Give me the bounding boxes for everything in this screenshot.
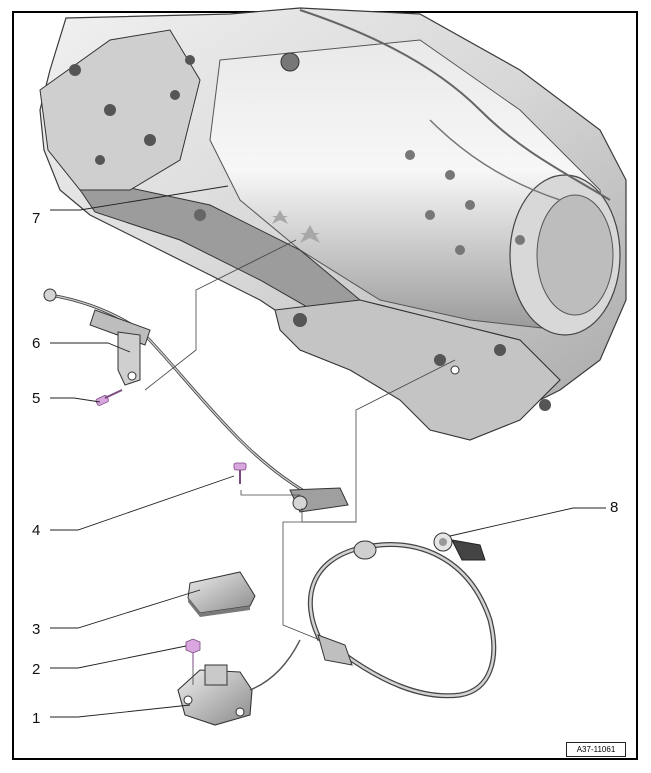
nut-icon (185, 638, 201, 668)
cable-bracket (117, 331, 141, 386)
assembly-guide-lines (144, 239, 456, 685)
callout-7: 7 (32, 210, 41, 227)
callout-2: 2 (32, 661, 41, 678)
callout-5: 5 (32, 390, 41, 407)
callout-8: 8 (610, 499, 619, 516)
callout-6: 6 (32, 335, 41, 352)
bolt-icon (95, 389, 123, 406)
callout-leaders (50, 185, 606, 718)
selector-lever (177, 639, 301, 726)
transmission-housing (39, 7, 627, 441)
figure-reference-code: A37-11061 (566, 742, 626, 757)
callout-3: 3 (32, 621, 41, 638)
callout-4: 4 (32, 522, 41, 539)
grommet (433, 532, 486, 561)
wiring-harness (307, 540, 497, 699)
selector-cable (43, 288, 349, 513)
callout-1: 1 (32, 710, 41, 727)
bolt-icon (233, 462, 247, 484)
cover-plate (187, 571, 256, 617)
